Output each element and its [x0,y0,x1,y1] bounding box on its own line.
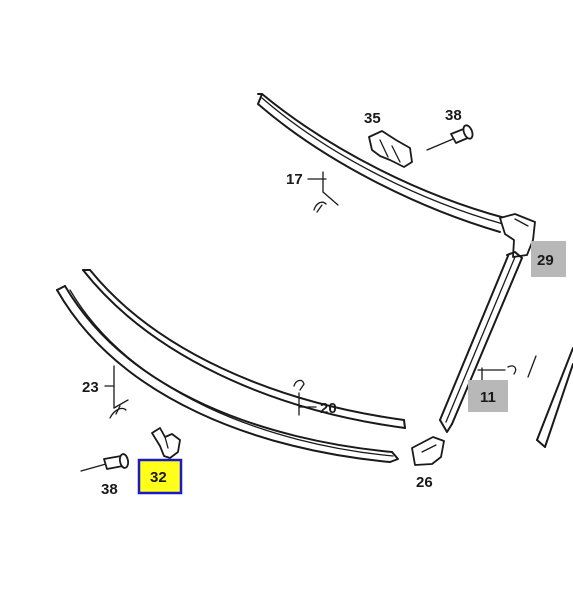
label-23[interactable]: 23 [82,379,99,396]
lower-inner-trim [82,269,406,429]
label-38-bottom[interactable]: 38 [101,481,118,498]
rivet-top [426,124,474,151]
lower-outer-trim [56,285,399,463]
corner-cap-upper [499,213,536,258]
fastener-symbol-11 [477,355,537,385]
upper-trim-strip [257,93,506,233]
label-box-29 [531,241,566,277]
corner-piece-lower [411,436,445,466]
label-17[interactable]: 17 [286,171,303,188]
label-29[interactable]: 29 [537,252,554,269]
right-edge-strip [536,347,573,448]
pillar-trim [439,251,523,433]
label-11[interactable]: 11 [480,389,496,406]
fastener-symbol-20 [293,379,317,416]
fastener-symbol-17 [307,171,339,213]
label-38-top[interactable]: 38 [445,107,462,124]
label-20[interactable]: 20 [320,400,337,417]
rivet-bottom [80,453,130,472]
highlight-box-32[interactable] [137,458,183,495]
fastener-symbol-23 [104,365,129,419]
bracket-35 [368,130,413,168]
label-35[interactable]: 35 [364,110,381,127]
label-box-11 [468,380,508,412]
label-26[interactable]: 26 [416,474,433,491]
clip-32 [151,427,181,459]
label-32[interactable]: 32 [150,469,167,486]
